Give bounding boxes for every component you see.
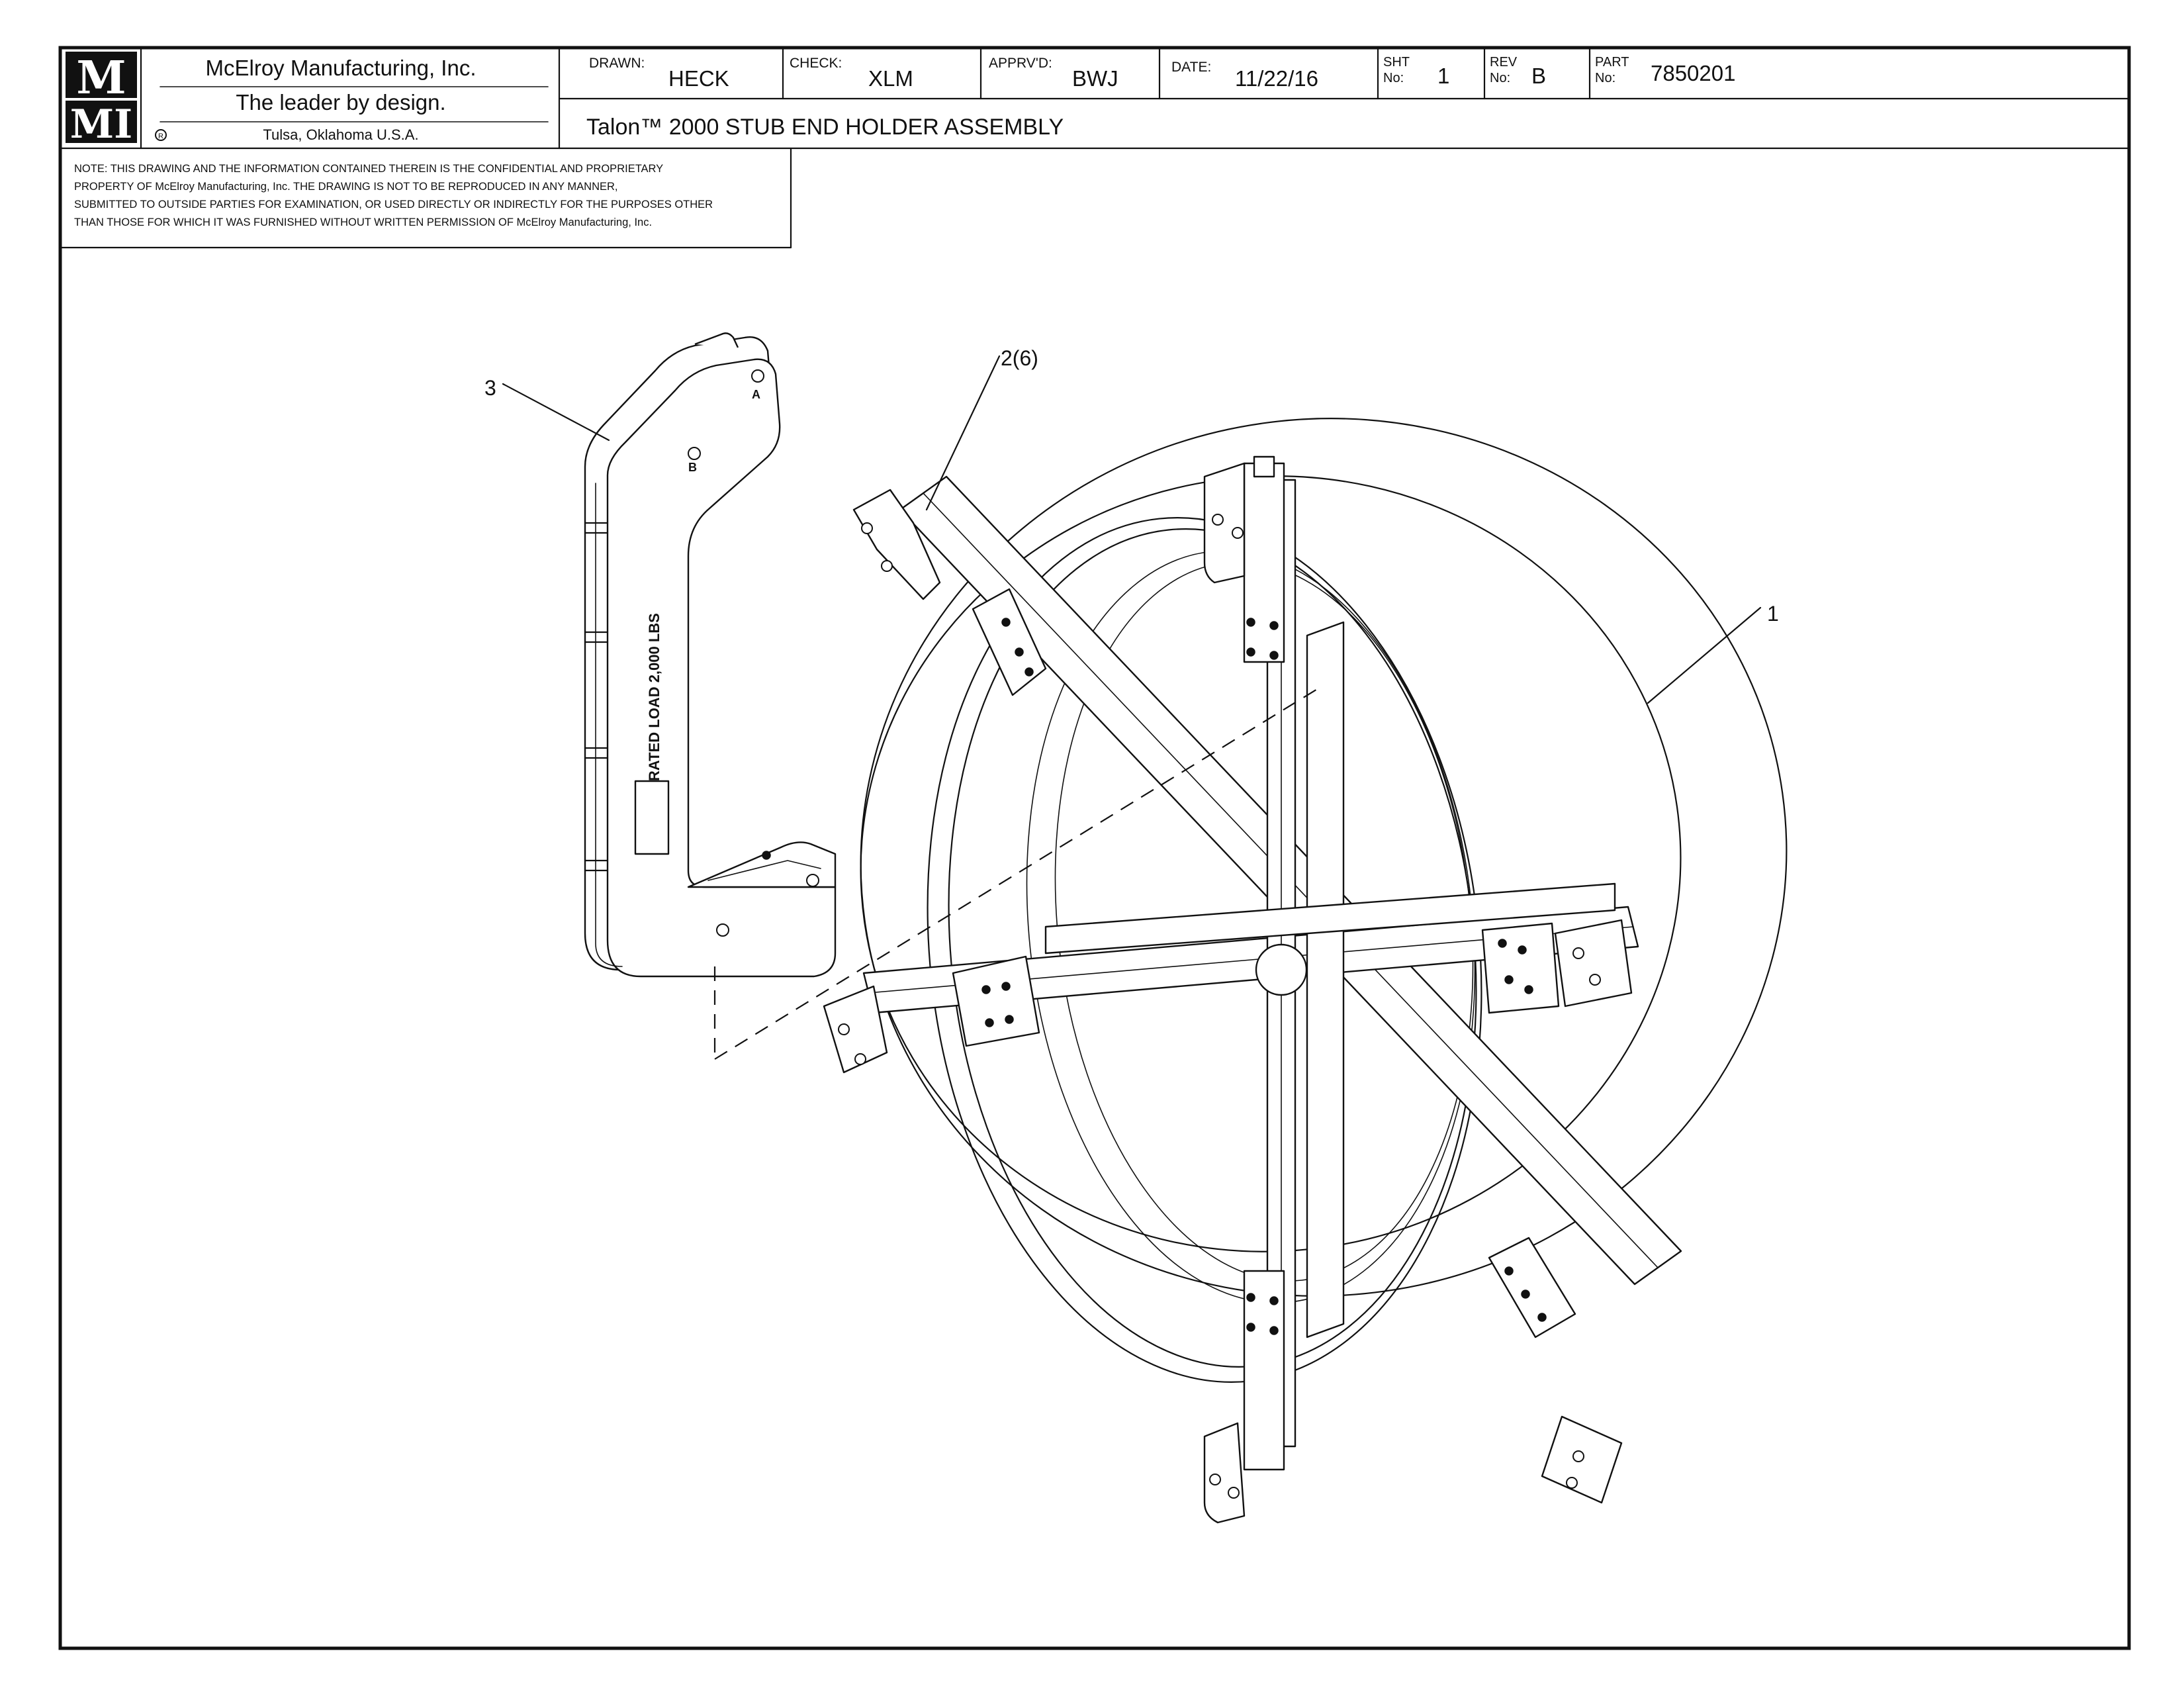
svg-text:THAN THOSE FOR WHICH IT WAS FU: THAN THOSE FOR WHICH IT WAS FURNISHED WI… bbox=[74, 216, 652, 228]
svg-text:2(6): 2(6) bbox=[1001, 346, 1038, 370]
balloon-item-3: 3 bbox=[484, 376, 610, 442]
stub-end-holder-bracket: RATED LOAD 2,000 LBS A B bbox=[584, 332, 837, 978]
svg-text:M: M bbox=[76, 52, 126, 105]
company-location: Tulsa, Oklahoma U.S.A. bbox=[263, 126, 418, 143]
lower-right-pad bbox=[1488, 1237, 1623, 1504]
mark-a: A bbox=[752, 388, 760, 401]
rev-value: B bbox=[1531, 64, 1546, 88]
assembly-path bbox=[713, 684, 1324, 1060]
svg-text:MI: MI bbox=[70, 101, 132, 148]
svg-text:3: 3 bbox=[484, 376, 496, 400]
svg-text:SUBMITTED TO OUTSIDE PARTIES F: SUBMITTED TO OUTSIDE PARTIES FOR EXAMINA… bbox=[74, 199, 713, 211]
svg-text:1: 1 bbox=[1767, 602, 1779, 626]
balloon-item-2: 2(6) bbox=[925, 346, 1038, 511]
upper-left-pad bbox=[852, 489, 1047, 696]
sht-label: SHT bbox=[1383, 55, 1410, 70]
company-name: McElroy Manufacturing, Inc. bbox=[206, 56, 477, 80]
sht-value: 1 bbox=[1437, 64, 1449, 88]
registered-mark-icon bbox=[155, 129, 167, 141]
mmi-logo: M MI bbox=[66, 52, 137, 148]
stub-end-wheel-assembly bbox=[823, 418, 1788, 1524]
check-label: CHECK: bbox=[790, 56, 842, 71]
top-pad bbox=[1203, 455, 1285, 663]
date-label: DATE: bbox=[1171, 60, 1211, 75]
svg-text:PROPERTY OF McElroy Manufactur: PROPERTY OF McElroy Manufacturing, Inc. … bbox=[74, 181, 618, 193]
drawn-label: DRAWN: bbox=[589, 56, 645, 71]
svg-text:NOTE: THIS DRAWING AND THE INF: NOTE: THIS DRAWING AND THE INFORMATION C… bbox=[74, 163, 663, 175]
date-value: 11/22/16 bbox=[1235, 66, 1318, 91]
mark-b: B bbox=[688, 461, 697, 474]
drawn-value: HECK bbox=[668, 66, 729, 91]
check-value: XLM bbox=[868, 66, 913, 91]
drawing-title: Talon™ 2000 STUB END HOLDER ASSEMBLY bbox=[586, 115, 1064, 140]
rev-no-label: No: bbox=[1490, 71, 1510, 85]
bottom-pad bbox=[1203, 1270, 1285, 1524]
sht-no-label: No: bbox=[1383, 71, 1404, 85]
part-no-label: No: bbox=[1595, 71, 1615, 85]
sheet-border bbox=[58, 46, 2131, 1650]
lower-left-pad bbox=[823, 955, 1040, 1074]
apprvd-label: APPRV'D: bbox=[989, 56, 1052, 71]
right-pad bbox=[1481, 919, 1633, 1014]
part-label: PART bbox=[1595, 55, 1629, 70]
rated-load-engraving: RATED LOAD 2,000 LBS bbox=[646, 613, 662, 781]
proprietary-note: NOTE: THIS DRAWING AND THE INFORMATION C… bbox=[59, 147, 792, 249]
part-number: 7850201 bbox=[1651, 61, 1735, 85]
balloon-item-1: 1 bbox=[1647, 602, 1779, 704]
rev-label: REV bbox=[1490, 55, 1518, 70]
title-block: M MI McElroy Manufacturing, Inc. The lea… bbox=[59, 46, 2130, 150]
apprvd-value: BWJ bbox=[1072, 66, 1118, 91]
company-tagline: The leader by design. bbox=[236, 90, 445, 115]
svg-text:R: R bbox=[158, 132, 163, 140]
